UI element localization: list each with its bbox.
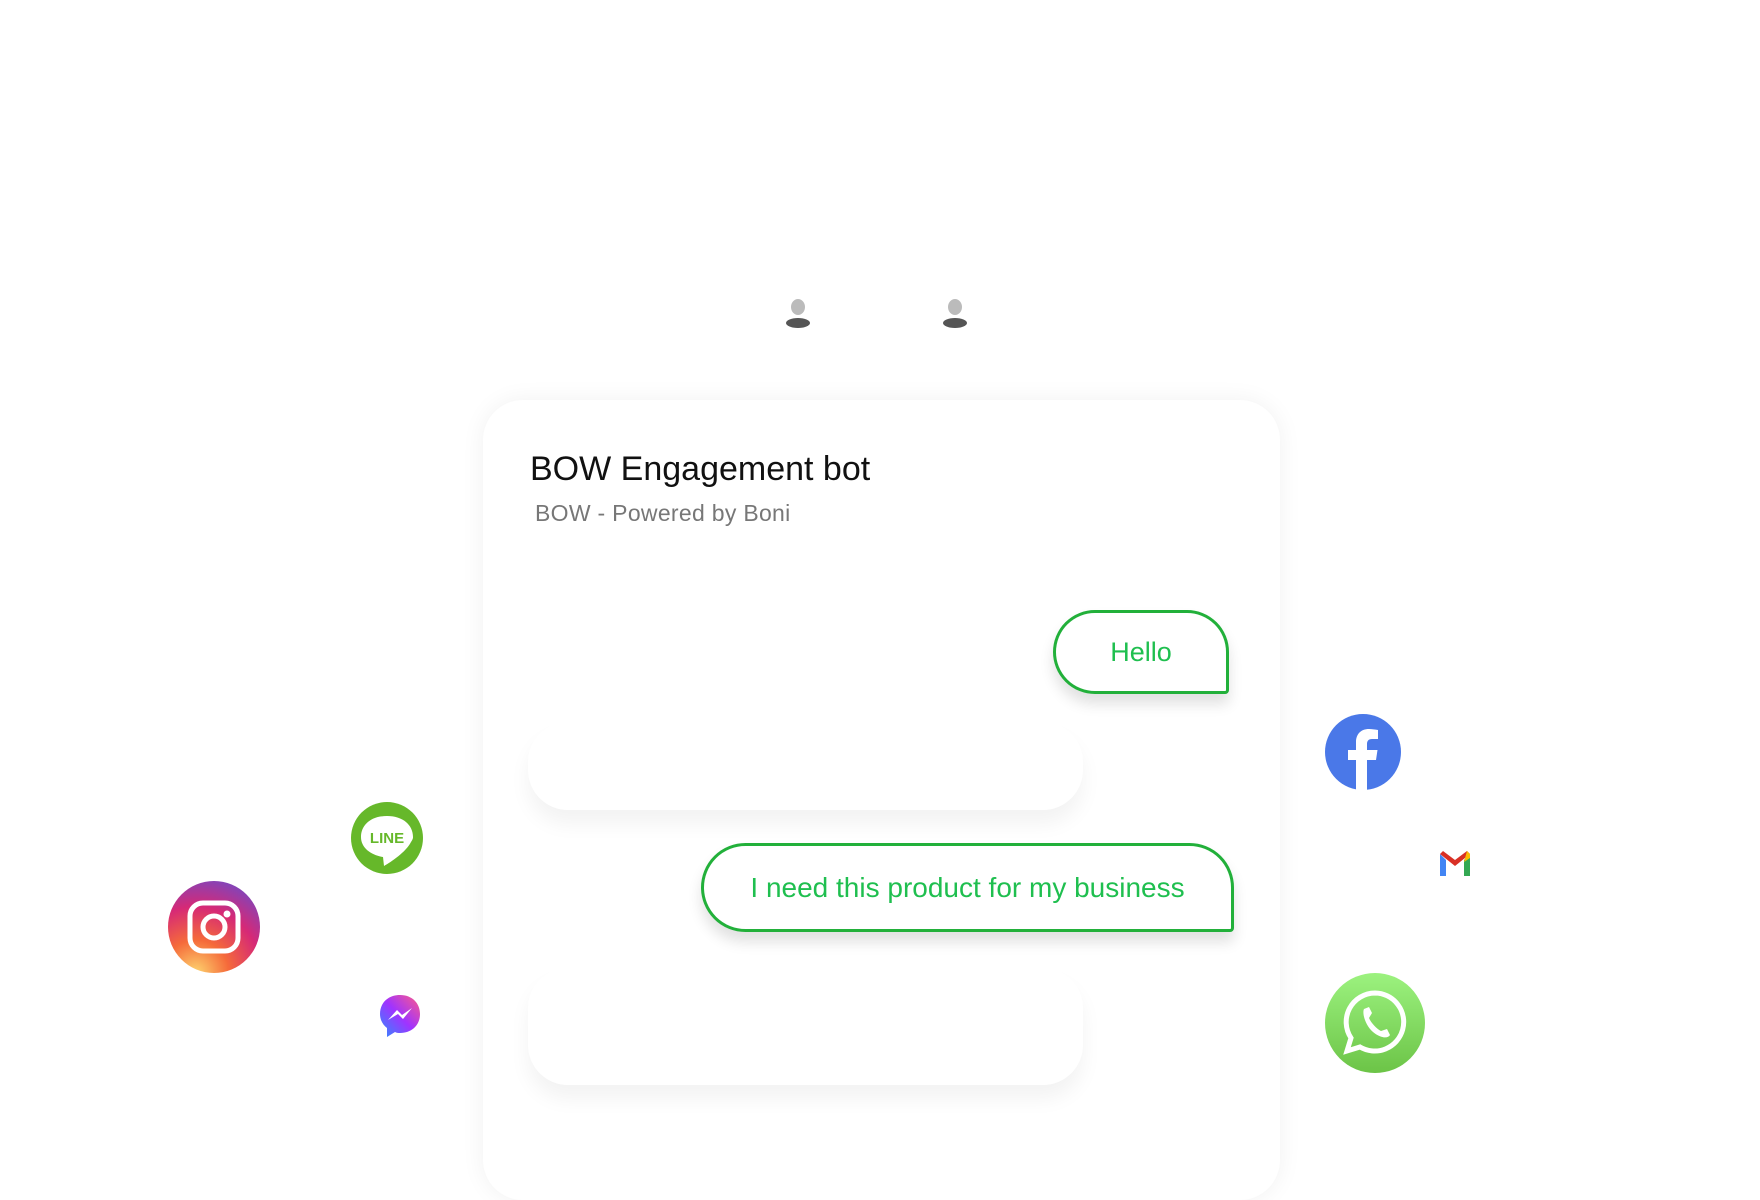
whatsapp-icon — [1325, 973, 1425, 1073]
user-message-bubble: I need this product for my business — [701, 843, 1234, 932]
bot-message-placeholder — [528, 968, 1083, 1085]
bot-message-placeholder — [528, 722, 1083, 810]
messenger-icon — [380, 995, 420, 1037]
gmail-icon — [1440, 851, 1470, 876]
chat-title: BOW Engagement bot — [530, 450, 871, 488]
chat-subtitle: BOW - Powered by Boni — [535, 500, 791, 526]
svg-text:LINE: LINE — [370, 830, 404, 847]
facebook-icon — [1325, 714, 1401, 790]
user-message-bubble: Hello — [1053, 610, 1229, 694]
line-icon: LINE — [351, 802, 423, 874]
user-avatar-icon — [786, 299, 810, 328]
bot-avatar-icon — [943, 299, 967, 328]
instagram-icon — [168, 881, 260, 973]
